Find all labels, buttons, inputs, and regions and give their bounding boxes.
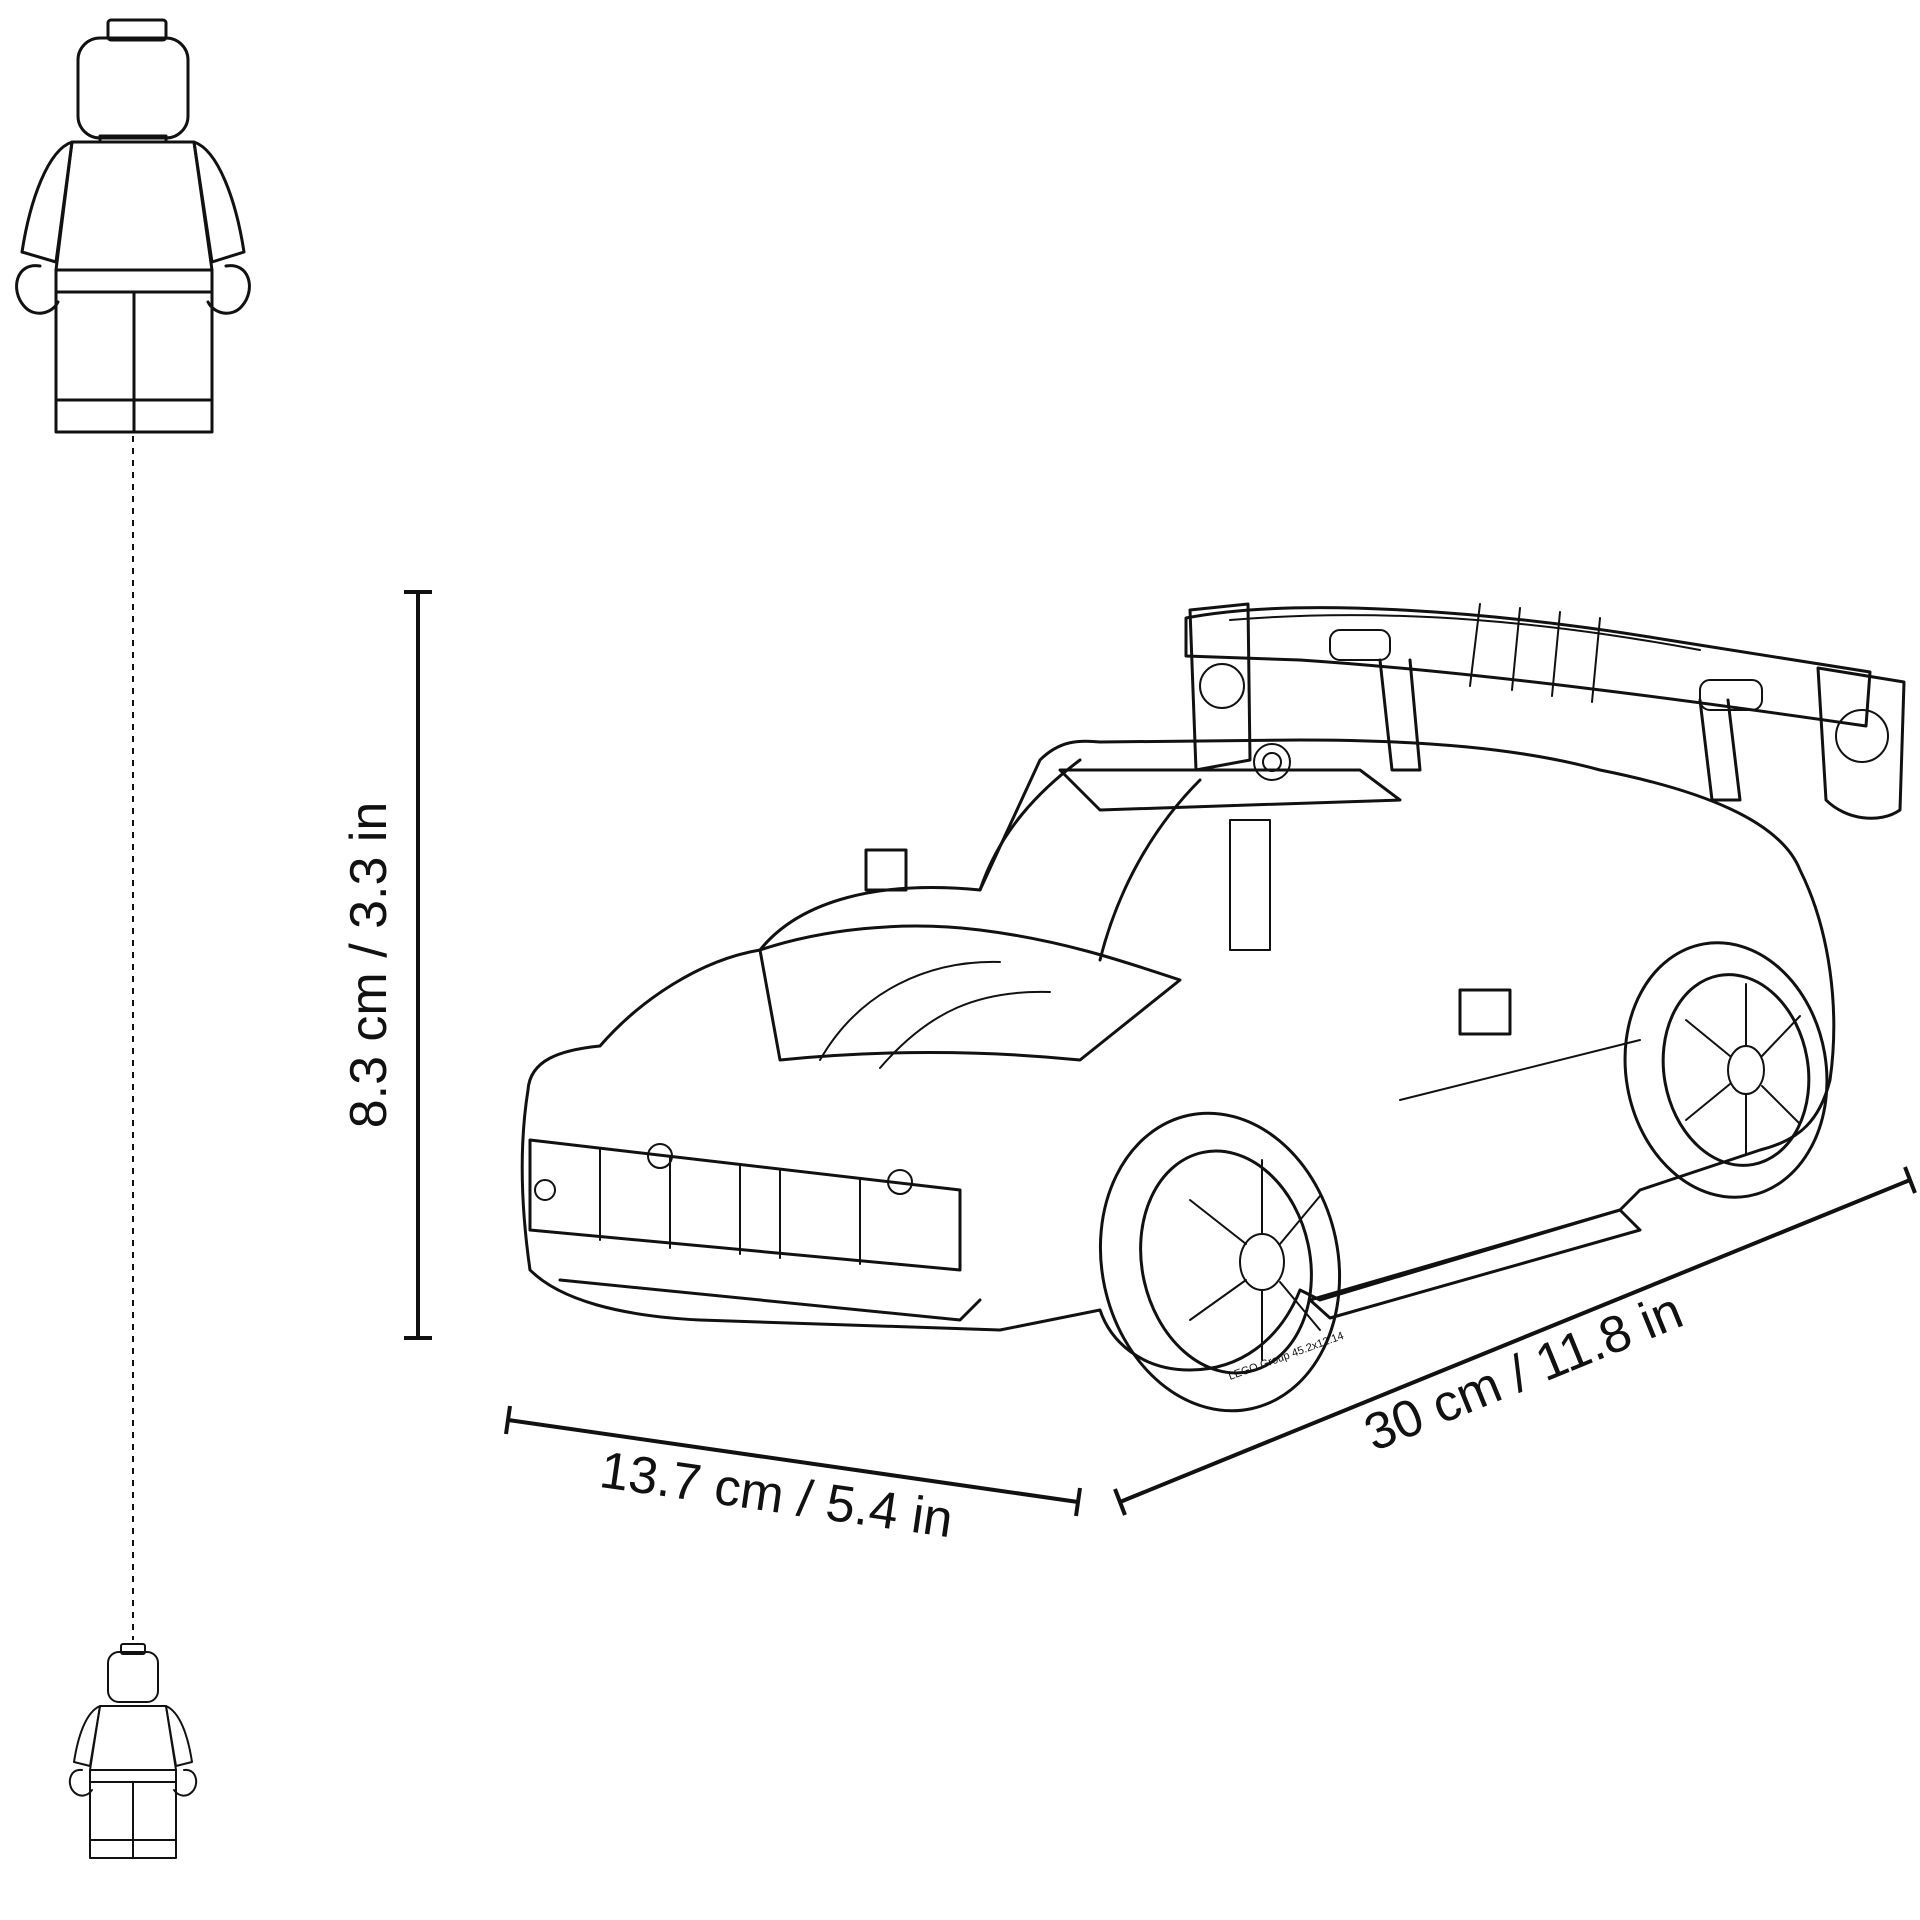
front-wheel <box>1098 1111 1342 1413</box>
length-dimension: 30 cm / 11.8 in <box>1113 1166 1917 1516</box>
rear-wheel <box>1623 941 1829 1199</box>
width-dimension: 13.7 cm / 5.4 in <box>504 1405 1082 1549</box>
length-dimension-label: 30 cm / 11.8 in <box>1357 1282 1691 1463</box>
height-dimension-label: 8.3 cm / 3.3 in <box>340 802 398 1129</box>
minifigure-small <box>68 1643 198 1859</box>
car-body <box>520 738 1836 1372</box>
sports-car-model: LEGO Group 45.2x12.14 <box>520 602 1906 1413</box>
rear-wing <box>1184 602 1906 820</box>
height-dimension: 8.3 cm / 3.3 in <box>340 590 432 1340</box>
minifigure-large <box>15 18 251 434</box>
